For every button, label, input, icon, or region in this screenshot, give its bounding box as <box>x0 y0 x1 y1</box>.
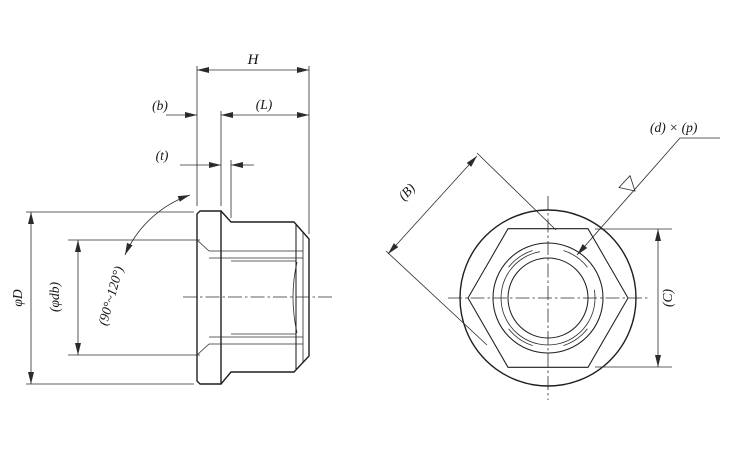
flange-circle <box>459 209 637 387</box>
thread-major-arc <box>500 251 596 346</box>
dim-b: (b) <box>152 98 197 118</box>
dim-label-phi-d: φD <box>10 289 25 306</box>
dim-label-b-across-flats: (B) <box>395 180 418 203</box>
dim-t: (t) <box>156 148 254 218</box>
hex-body-outline <box>220 210 310 385</box>
chamfer-circle <box>492 242 604 354</box>
spring-slot-arcs <box>508 250 588 346</box>
dim-label-c-across-flats: (C) <box>660 289 675 308</box>
dim-phi-db: (φdb) <box>47 239 200 356</box>
dim-label-h: H <box>247 52 260 68</box>
hex-polygon <box>467 228 629 368</box>
dim-phi-d: φD <box>10 211 194 385</box>
dim-B: (B) <box>385 152 557 346</box>
dim-label-t: (t) <box>156 148 169 163</box>
dim-L: (L) <box>220 97 309 206</box>
left-side-view <box>183 210 334 385</box>
thread-minor-circle <box>507 257 589 339</box>
thread-callout-label: (d) × (p) <box>650 120 698 135</box>
dim-cone-angle: (90°~120°) <box>95 194 191 327</box>
thread-callout: (d) × (p) <box>576 120 720 256</box>
dim-label-l: (L) <box>256 97 273 112</box>
flange-outline <box>196 210 222 385</box>
countersink-chamfer-bottom <box>196 343 210 356</box>
dim-label-cone-angle: (90°~120°) <box>95 264 126 327</box>
dim-label-phi-db: (φdb) <box>47 282 62 312</box>
dim-H: H <box>196 52 310 234</box>
front-view <box>448 196 650 400</box>
angle-dimension-arc <box>124 194 191 256</box>
dim-C: (C) <box>595 228 675 368</box>
thread-callout-leader <box>576 137 720 256</box>
surface-finish-icon <box>618 174 636 192</box>
dim-label-b: (b) <box>152 98 168 113</box>
countersink-chamfer-top <box>196 239 210 252</box>
